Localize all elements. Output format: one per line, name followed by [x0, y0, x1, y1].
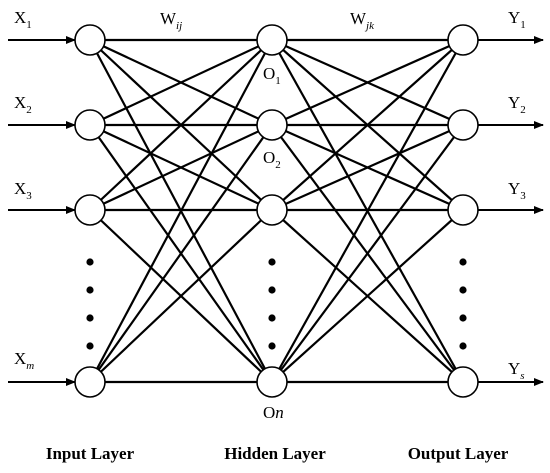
edge-hidden-3-output-0 [271, 39, 464, 383]
edge-input-3-hidden-2 [89, 209, 273, 383]
input-label-m: Xm [14, 349, 34, 372]
hidden-label-1: O1 [263, 64, 281, 87]
ellipsis-dots [86, 258, 467, 350]
hidden-ellipsis-dot-3 [268, 342, 276, 350]
hidden-neuron-3 [256, 366, 288, 398]
input-ellipsis-dot-1 [86, 286, 94, 294]
edge-hidden-2-output-0 [271, 39, 464, 211]
output-neuron-2 [447, 194, 479, 226]
edge-input-2-hidden-0 [89, 39, 273, 211]
output-label-2: Y2 [508, 93, 526, 116]
hidden-ellipsis-dot-2 [268, 314, 276, 322]
hidden-ellipsis-dot-1 [268, 286, 276, 294]
input-neuron-3 [74, 366, 106, 398]
input-neuron-2 [74, 194, 106, 226]
output-ellipsis-dot-2 [459, 314, 467, 322]
weight-label-hidden-output: Wjk [350, 9, 375, 32]
hidden-ellipsis-dot-0 [268, 258, 276, 266]
io-arrows [8, 36, 544, 386]
connections [89, 38, 464, 384]
input-ellipsis-dot-0 [86, 258, 94, 266]
hidden-label-2: O2 [263, 148, 281, 171]
hidden-neuron-1 [256, 109, 288, 141]
output-neuron-3 [447, 366, 479, 398]
output-label-3: Y3 [508, 179, 526, 202]
hidden-neuron-2 [256, 194, 288, 226]
output-layer-title: Output Layer [408, 444, 509, 463]
neurons [74, 24, 479, 398]
output-ellipsis-dot-3 [459, 342, 467, 350]
edge-hidden-3-output-2 [271, 209, 464, 383]
input-neuron-0 [74, 24, 106, 56]
output-ellipsis-dot-1 [459, 286, 467, 294]
output-label-s: Ys [508, 359, 525, 382]
output-label-1: Y1 [508, 8, 526, 31]
input-label-3: X3 [14, 179, 32, 202]
edge-input-1-hidden-0 [89, 39, 273, 126]
edge-input-3-hidden-1 [89, 124, 273, 383]
output-neuron-1 [447, 109, 479, 141]
input-neuron-1 [74, 109, 106, 141]
input-label-1: X1 [14, 8, 32, 31]
edge-hidden-1-output-0 [271, 38, 464, 127]
output-ellipsis-dot-0 [459, 258, 467, 266]
edge-hidden-3-output-1 [271, 124, 464, 383]
edge-input-2-hidden-1 [89, 124, 273, 211]
hidden-label-n: On [263, 403, 284, 422]
input-ellipsis-dot-2 [86, 314, 94, 322]
edge-hidden-2-output-1 [271, 123, 464, 212]
output-neuron-0 [447, 24, 479, 56]
hidden-layer-title: Hidden Layer [224, 444, 326, 463]
input-layer-title: Input Layer [46, 444, 135, 463]
weight-label-input-hidden: Wij [160, 9, 182, 32]
input-label-2: X2 [14, 93, 32, 116]
input-ellipsis-dot-3 [86, 342, 94, 350]
edge-input-3-hidden-0 [89, 39, 273, 383]
hidden-neuron-0 [256, 24, 288, 56]
